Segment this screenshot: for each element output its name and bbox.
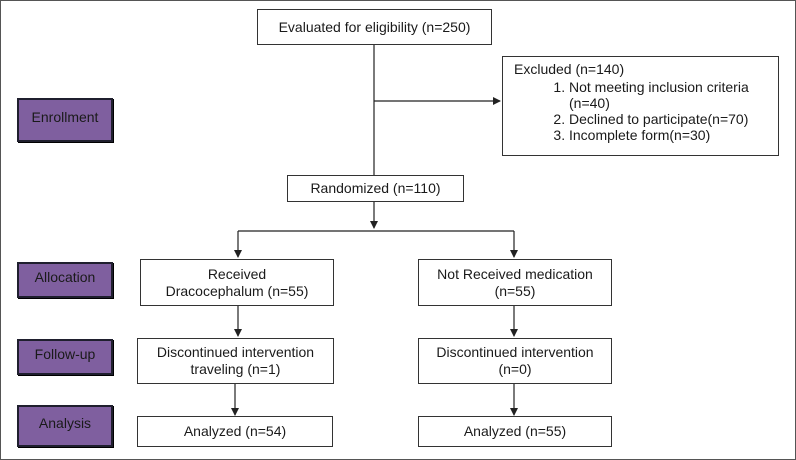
stage-analysis: Analysis (17, 405, 113, 447)
excluded-title: Excluded (n=140) (514, 61, 625, 77)
arm2-allocation-line2: (n=55) (494, 282, 536, 299)
eligibility-box: Evaluated for eligibility (n=250) (257, 9, 492, 45)
stage-allocation-label: Allocation (34, 269, 96, 285)
arm1-allocation-box: Received Dracocephalum (n=55) (140, 259, 334, 306)
arm1-followup-line1: Discontinued intervention (156, 344, 315, 360)
excluded-box: Excluded (n=140) Not meeting inclusion c… (502, 56, 779, 156)
arm1-allocation-line2: Dracocephalum (n=55) (165, 282, 309, 299)
excluded-reason: Incomplete form(n=30) (569, 127, 778, 143)
arm1-analysis-text: Analyzed (n=54) (183, 423, 287, 439)
stage-analysis-label: Analysis (38, 415, 92, 431)
eligibility-text: Evaluated for eligibility (n=250) (278, 18, 471, 35)
arm1-followup-box: Discontinued intervention traveling (n=1… (137, 338, 334, 384)
arm2-followup-box: Discontinued intervention (n=0) (418, 338, 612, 384)
arm1-followup-line2: traveling (n=1) (190, 361, 281, 377)
arm1-analysis-box: Analyzed (n=54) (137, 416, 333, 447)
excluded-reason: Declined to participate(n=70) (569, 111, 778, 127)
stage-followup: Follow-up (17, 339, 113, 375)
stage-allocation: Allocation (17, 262, 113, 298)
arm2-analysis-box: Analyzed (n=55) (418, 416, 612, 447)
stage-enrollment: Enrollment (17, 98, 113, 142)
arm2-allocation-box: Not Received medication (n=55) (418, 259, 612, 306)
excluded-reasons-list: Not meeting inclusion criteria (n=40) De… (514, 79, 778, 143)
stage-enrollment-label: Enrollment (31, 109, 99, 125)
arm1-allocation-line1: Received (207, 265, 267, 282)
arm2-followup-line1: Discontinued intervention (436, 344, 594, 360)
randomized-box: Randomized (n=110) (287, 175, 464, 202)
stage-followup-label: Follow-up (34, 346, 96, 362)
randomized-text: Randomized (n=110) (310, 180, 441, 196)
arm2-allocation-line1: Not Received medication (437, 265, 593, 282)
arm2-followup-line2: (n=0) (498, 361, 532, 377)
excluded-reason: Not meeting inclusion criteria (n=40) (569, 79, 778, 111)
arm2-analysis-text: Analyzed (n=55) (463, 423, 567, 439)
